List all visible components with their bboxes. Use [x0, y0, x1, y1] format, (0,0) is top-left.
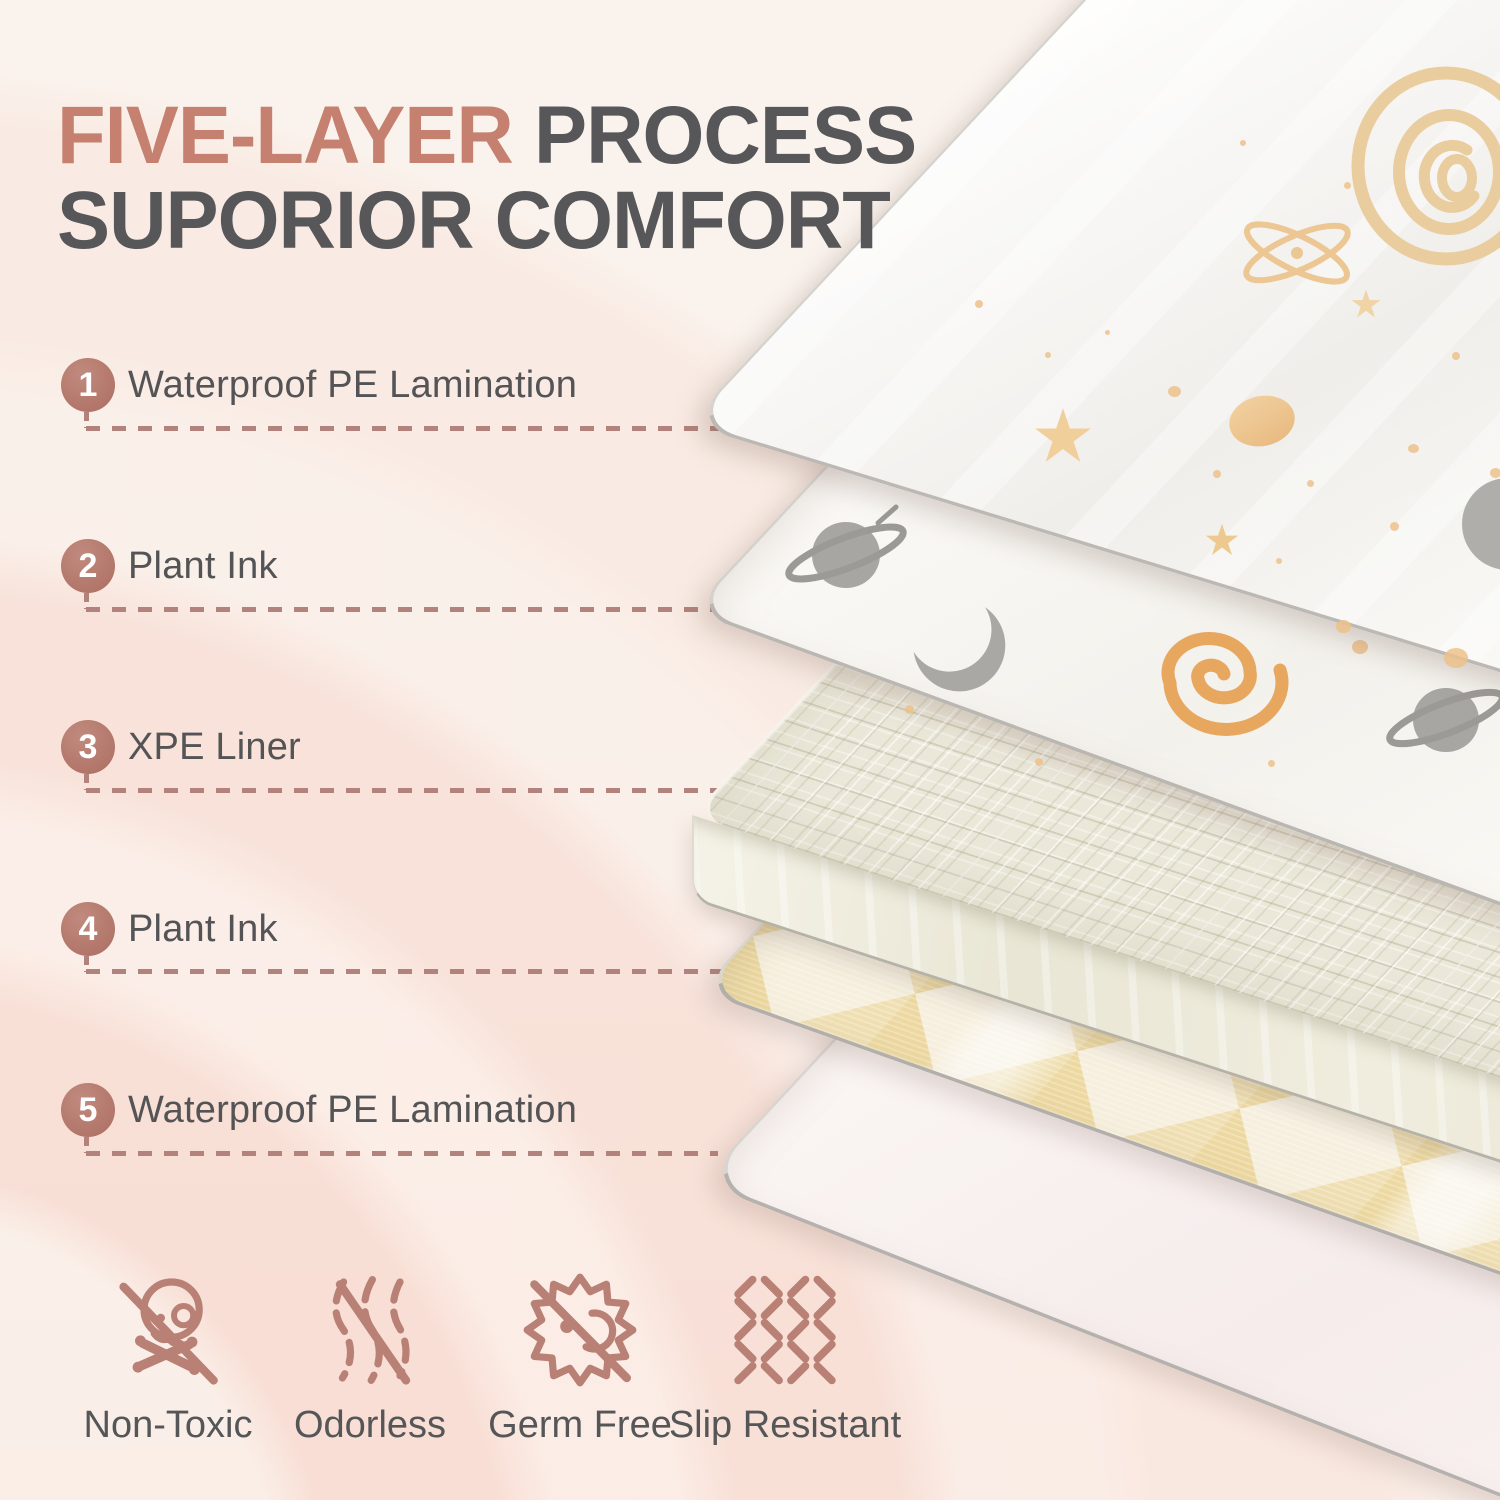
no-toxic-skull-icon: [119, 1278, 218, 1385]
herringbone-grip-icon: [734, 1275, 836, 1385]
leader-line-tick: [84, 593, 89, 609]
star-doodle-icon: [1035, 408, 1091, 463]
title-highlight: FIVE-LAYER: [57, 89, 514, 181]
layer-number-badge: 3: [61, 720, 115, 774]
leader-line-tick: [84, 1137, 89, 1153]
layer-label: Plant Ink: [128, 908, 278, 950]
saturn-planet-sketch-icon: [785, 504, 907, 588]
leader-line: [86, 607, 736, 612]
orange-swirl-doodle-icon: [1161, 632, 1289, 736]
swirl-eye-doodle-icon: [1351, 66, 1500, 266]
layer-number-badge: 1: [61, 358, 115, 412]
saturn-planet-sketch-icon: [1386, 688, 1500, 752]
layer-label: Waterproof PE Lamination: [128, 1089, 578, 1131]
layer-number-badge: 4: [61, 902, 115, 956]
feature-label: Germ Free: [488, 1404, 672, 1446]
leader-line-tick: [84, 956, 89, 972]
title-rest: PROCESS: [512, 89, 917, 181]
layer-number-badge: 2: [61, 539, 115, 593]
feature-slip-resistant: Slip Resistant: [645, 1270, 925, 1447]
leader-line: [86, 1151, 718, 1156]
feature-odorless: Odorless: [230, 1270, 510, 1447]
leader-line: [86, 788, 742, 793]
leader-line-tick: [84, 412, 89, 428]
star-doodle-icon: [1205, 523, 1239, 556]
feature-non-toxic: Non-Toxic: [28, 1270, 308, 1447]
leader-line: [86, 969, 737, 974]
leader-line-tick: [84, 774, 89, 790]
atom-orbit-doodle-icon: [1243, 221, 1351, 285]
star-doodle-icon: [1351, 289, 1381, 318]
feature-label: Non-Toxic: [83, 1404, 253, 1446]
layer-label: Plant Ink: [128, 545, 278, 587]
feature-germ-free: Germ Free: [440, 1270, 720, 1447]
layer-number-badge: 5: [61, 1083, 115, 1137]
no-germ-icon: [523, 1273, 637, 1387]
feature-label: Odorless: [293, 1404, 447, 1446]
leader-line: [86, 426, 746, 431]
feature-label: Slip Resistant: [668, 1404, 902, 1446]
layer-label: XPE Liner: [128, 726, 301, 768]
no-odor-icon: [332, 1276, 411, 1385]
crescent-moon-sketch-icon: [913, 607, 1006, 692]
title-line2: SUPORIOR COMFORT: [57, 175, 891, 267]
page-title: FIVE-LAYER PROCESS SUPORIOR COMFORT: [57, 89, 917, 267]
layer-label: Waterproof PE Lamination: [128, 364, 578, 406]
